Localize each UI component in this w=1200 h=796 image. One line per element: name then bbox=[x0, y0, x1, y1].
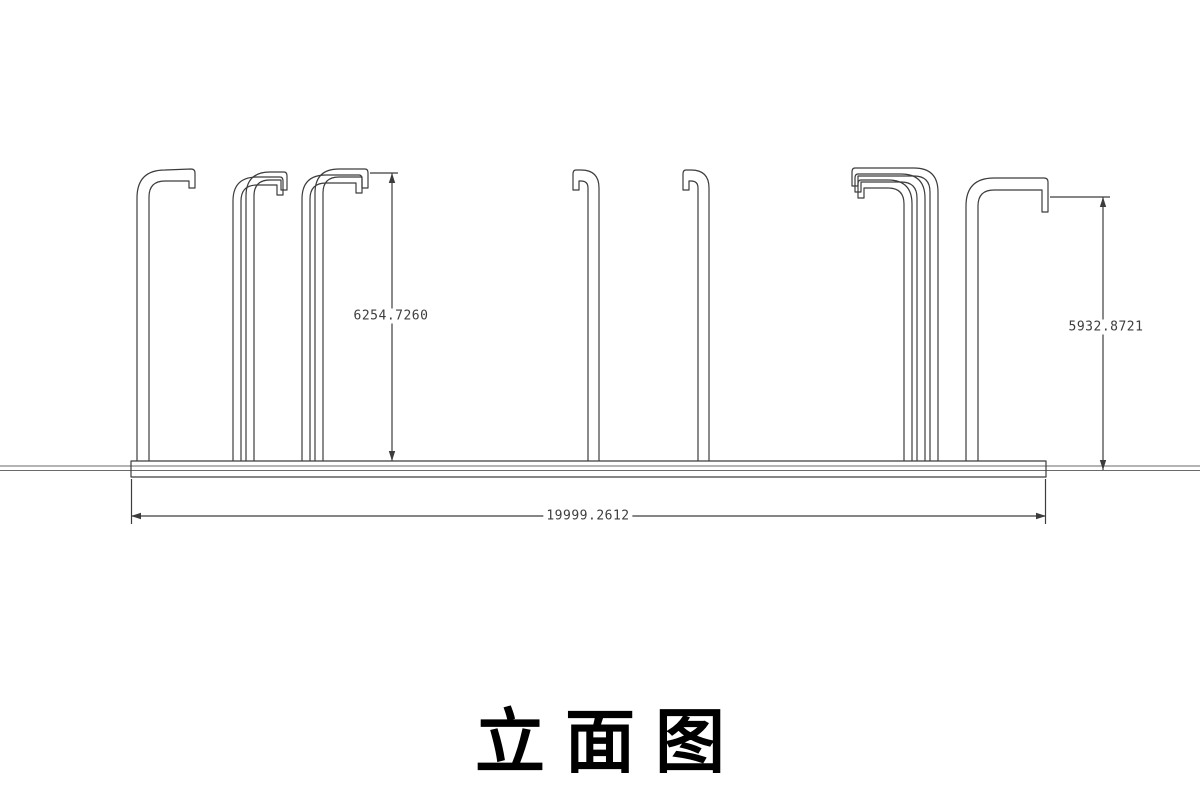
post-left-3b bbox=[314, 168, 369, 461]
arrow-bottom-dim-right-icon bbox=[1036, 512, 1046, 520]
post-middle-1 bbox=[572, 169, 600, 461]
dimension-label-right-height: 5932.8721 bbox=[1065, 319, 1147, 335]
arrow-left-dim-up-icon bbox=[388, 173, 396, 183]
arrow-bottom-dim-left-icon bbox=[131, 512, 141, 520]
dimension-label-total-width: 19999.2612 bbox=[543, 508, 633, 524]
post-left-1 bbox=[136, 168, 196, 461]
post-right-1b bbox=[854, 173, 926, 461]
arrow-right-dim-up-icon bbox=[1099, 197, 1107, 207]
post-left-2b bbox=[245, 171, 288, 461]
dimension-label-left-height: 6254.7260 bbox=[350, 308, 432, 324]
post-left-2a bbox=[232, 176, 284, 461]
base-slab bbox=[130, 460, 1047, 478]
post-right-2 bbox=[965, 177, 1049, 461]
drawing-title: 立面图 bbox=[475, 700, 745, 783]
arrow-left-dim-down-icon bbox=[388, 451, 396, 461]
post-right-1a bbox=[857, 179, 913, 461]
post-middle-2 bbox=[682, 169, 710, 461]
ground-lines bbox=[0, 465, 1200, 471]
dimension-arrowheads bbox=[131, 173, 1107, 520]
post-right-1c bbox=[851, 167, 939, 461]
arrow-right-dim-down-icon bbox=[1099, 460, 1107, 470]
